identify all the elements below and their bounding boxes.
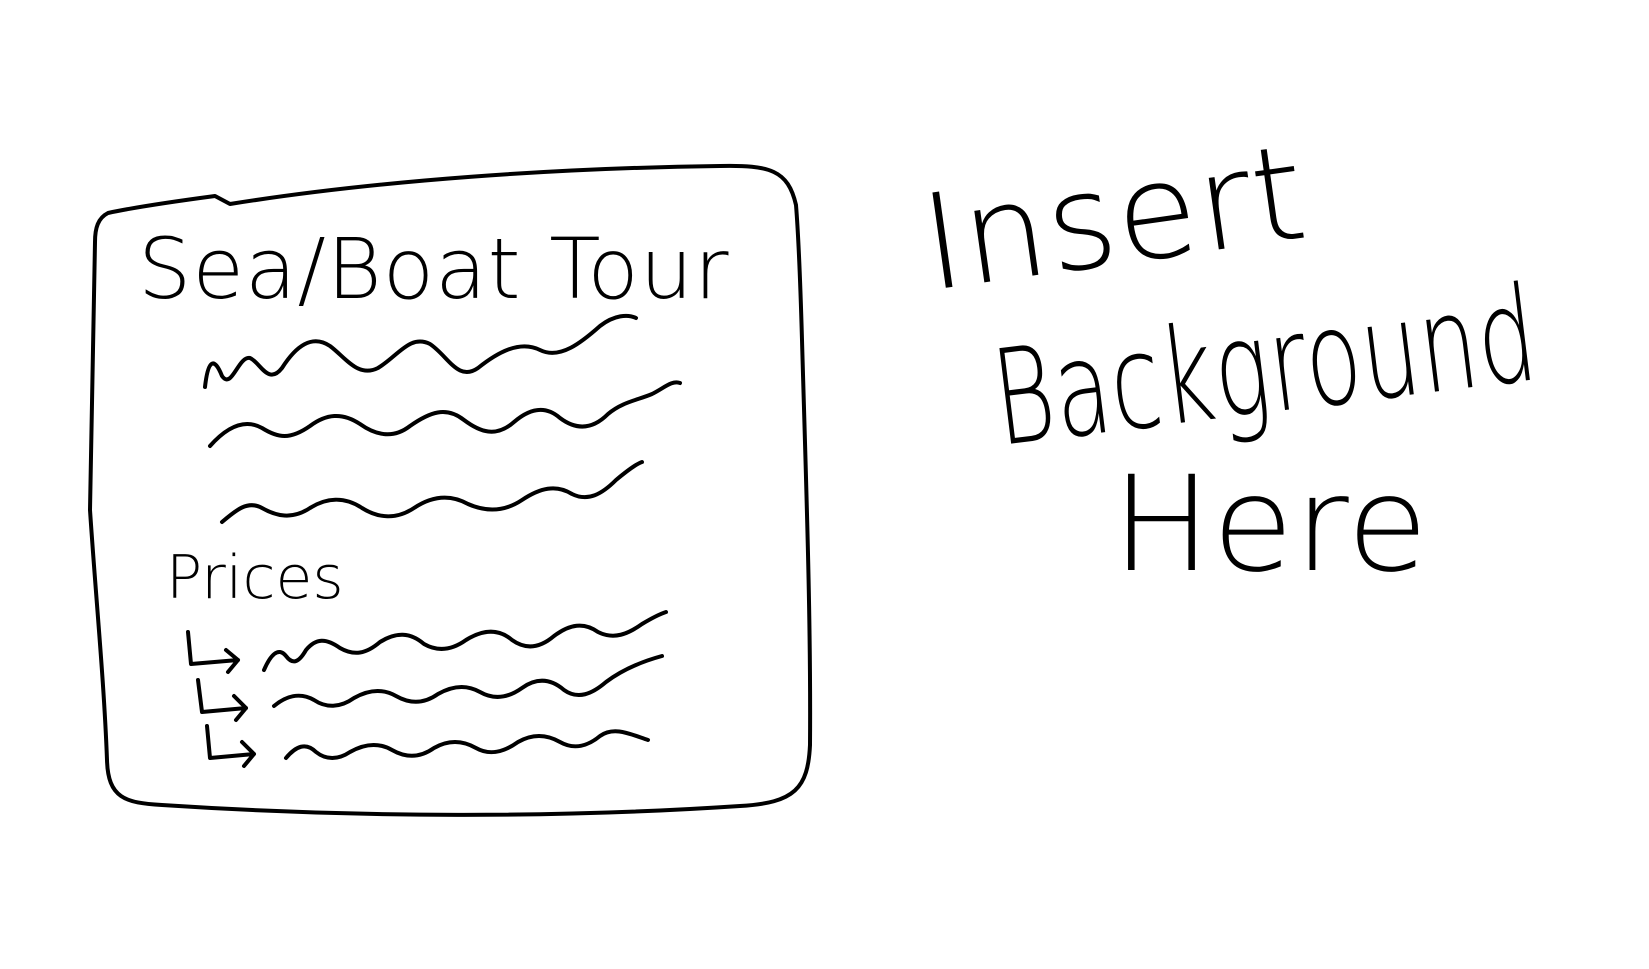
price-line-2 [272, 654, 664, 708]
description-line-2 [208, 380, 682, 448]
arrow-icon [196, 678, 248, 722]
description-line-1 [203, 313, 638, 389]
tour-title: Sea/Boat Tour [138, 220, 729, 318]
price-item-2 [196, 654, 664, 722]
price-list [186, 610, 668, 768]
tour-card-outline [88, 163, 813, 817]
price-line-3 [284, 729, 650, 760]
description-text-lines [203, 313, 682, 524]
note-line-here: Here [1112, 448, 1429, 602]
price-item-1 [186, 610, 668, 674]
arrow-icon [205, 724, 256, 768]
description-line-3 [220, 460, 644, 524]
price-item-3 [205, 724, 650, 768]
background-placeholder-note: Insert Background Here [913, 116, 1545, 602]
price-line-1 [262, 610, 668, 672]
prices-label: Prices [166, 543, 344, 613]
arrow-icon [186, 630, 240, 674]
